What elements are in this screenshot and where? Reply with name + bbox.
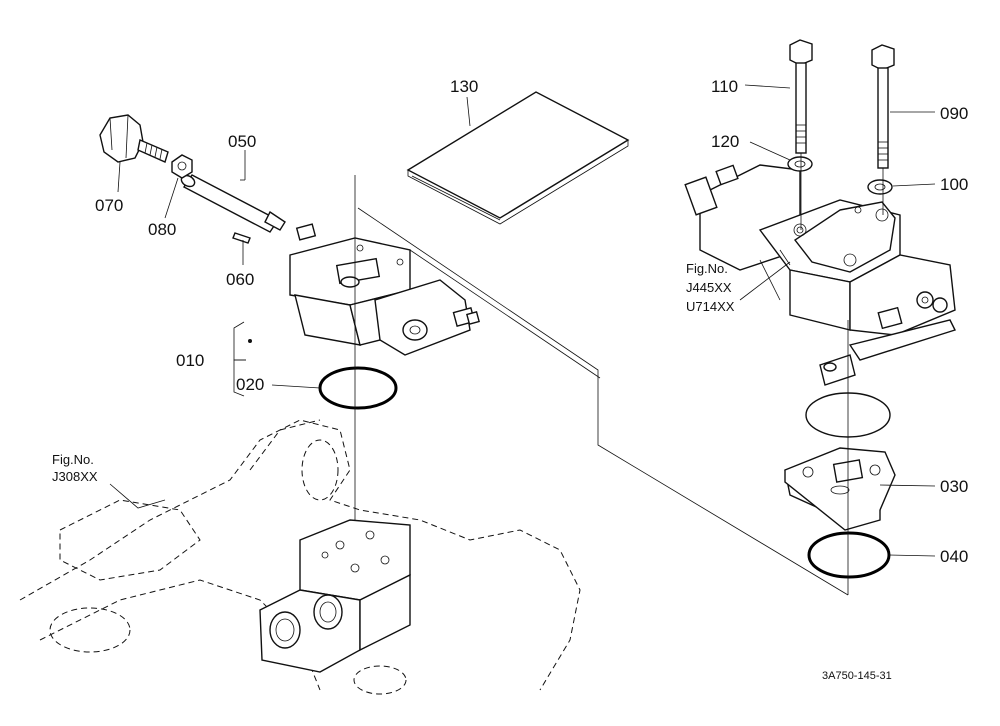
label-040: 040 (940, 547, 968, 566)
bolt-090 (871, 44, 895, 169)
valve-assembly (289, 223, 480, 356)
label-050: 050 (228, 132, 256, 151)
washer-120 (787, 156, 813, 172)
leader-lines (109, 84, 936, 557)
label-130: 130 (450, 77, 478, 96)
drawing-code: 3A750-145-31 (822, 670, 892, 682)
knob-part (99, 114, 169, 163)
washer-100 (867, 179, 893, 195)
nut-part (171, 154, 193, 179)
bolt-110 (789, 39, 813, 154)
fig-ref-right-code1: J445XX (686, 280, 732, 295)
o-ring-020 (318, 366, 398, 410)
fig-ref-right-title: Fig.No. (686, 261, 728, 276)
label-080: 080 (148, 220, 176, 239)
small-pin-part (232, 232, 251, 244)
connection-line-2 (409, 249, 601, 379)
fig-ref-left-code: J308XX (52, 469, 98, 484)
label-120: 120 (711, 132, 739, 151)
port-block (259, 519, 411, 673)
right-valve-assembly (684, 164, 956, 386)
connection-line (357, 207, 849, 596)
label-090: 090 (940, 104, 968, 123)
manual-sheet (406, 91, 630, 225)
label-070: 070 (95, 196, 123, 215)
fig-ref-left-title: Fig.No. (52, 452, 94, 467)
fig-ref-right-code2: U714XX (686, 299, 735, 314)
label-110: 110 (711, 77, 738, 96)
pin-part (180, 174, 286, 233)
label-020: 020 (236, 375, 264, 394)
label-010: 010 (176, 351, 204, 370)
label-030: 030 (940, 477, 968, 496)
label-060: 060 (226, 270, 254, 289)
label-100: 100 (940, 175, 968, 194)
plate-030 (784, 447, 896, 531)
o-ring-040 (807, 531, 891, 579)
